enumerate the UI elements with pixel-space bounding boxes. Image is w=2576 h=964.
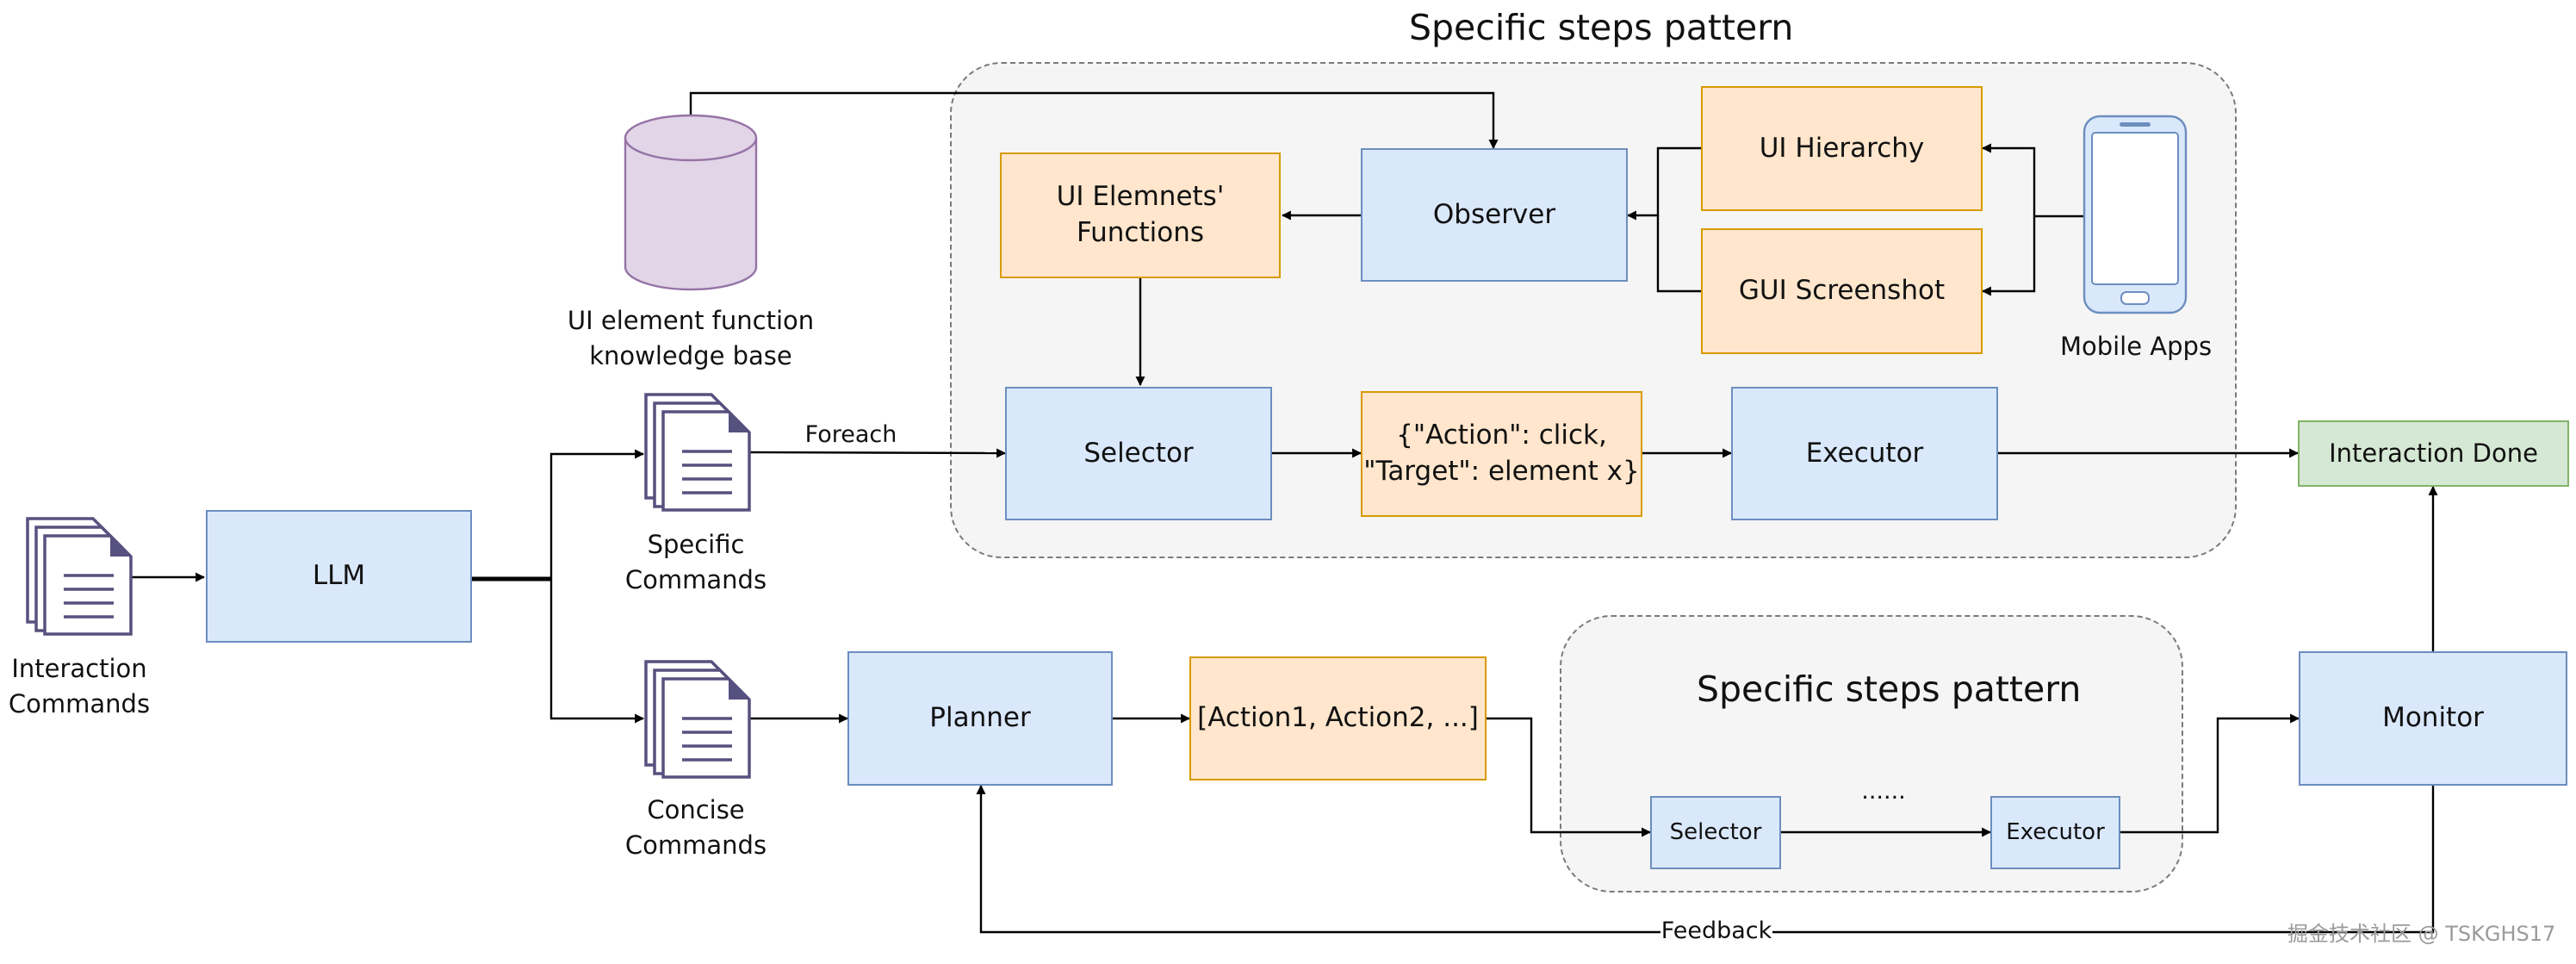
edge-foreach	[747, 448, 1007, 458]
feedback-label: Feedback	[1660, 917, 1772, 944]
gui-screenshot-node: GUI Screenshot	[1701, 228, 1983, 354]
action-target-node: {"Action": click, "Target": element x}	[1361, 391, 1642, 517]
edge-llm-to-concise	[549, 579, 645, 724]
watermark: 掘金技术社区 @ TSKGHS17	[2287, 922, 2556, 946]
ui-hierarchy-node: UI Hierarchy	[1701, 86, 1983, 211]
planner-node: Planner	[847, 651, 1113, 786]
edge-kb-to-observer	[689, 91, 1499, 150]
action-list-node: [Action1, Action2, ...]	[1189, 656, 1487, 781]
interaction-commands-label: Interaction Commands	[8, 654, 151, 718]
ui-functions-node: UI Elemnets' Functions	[1000, 152, 1281, 278]
knowledge-base-label: UI element function knowledge base	[567, 306, 815, 370]
edge-phone-to-hierarchy	[1981, 143, 2036, 216]
edge-actionlist-to-selector	[1487, 717, 1652, 837]
edge-executor-to-monitor	[2120, 713, 2300, 834]
edge-phone-to-screenshot	[1981, 216, 2036, 296]
foreach-label: Foreach	[804, 421, 897, 448]
database-icon	[624, 114, 758, 291]
top-group-title: Specific steps pattern	[1409, 7, 1794, 48]
interaction-done-node: Interaction Done	[2298, 420, 2569, 487]
edge-llm-to-specific	[549, 449, 645, 579]
concise-commands-label: Concise Commands	[624, 795, 767, 860]
selector-node: Selector	[1005, 387, 1272, 520]
observer-node: Observer	[1361, 148, 1628, 282]
document-stack-icon	[644, 660, 751, 779]
bottom-group-title: Specific steps pattern	[1697, 669, 2082, 710]
edge-screenshot-to-observer	[1656, 215, 1701, 293]
mobile-apps-label: Mobile Apps	[2059, 332, 2213, 361]
specific-commands-label: Specific Commands	[624, 530, 767, 594]
document-stack-icon	[26, 517, 133, 636]
executor-node: Executor	[1731, 387, 1998, 520]
edge-hierarchy-to-observer	[1626, 146, 1701, 221]
mobile-phone-icon	[2083, 115, 2188, 314]
document-stack-icon	[644, 393, 751, 512]
selector-bottom-node: Selector	[1650, 796, 1781, 869]
bottom-group-ellipsis: ......	[1861, 778, 1906, 805]
executor-bottom-node: Executor	[1990, 796, 2120, 869]
monitor-node: Monitor	[2299, 651, 2567, 786]
llm-node: LLM	[206, 510, 472, 643]
